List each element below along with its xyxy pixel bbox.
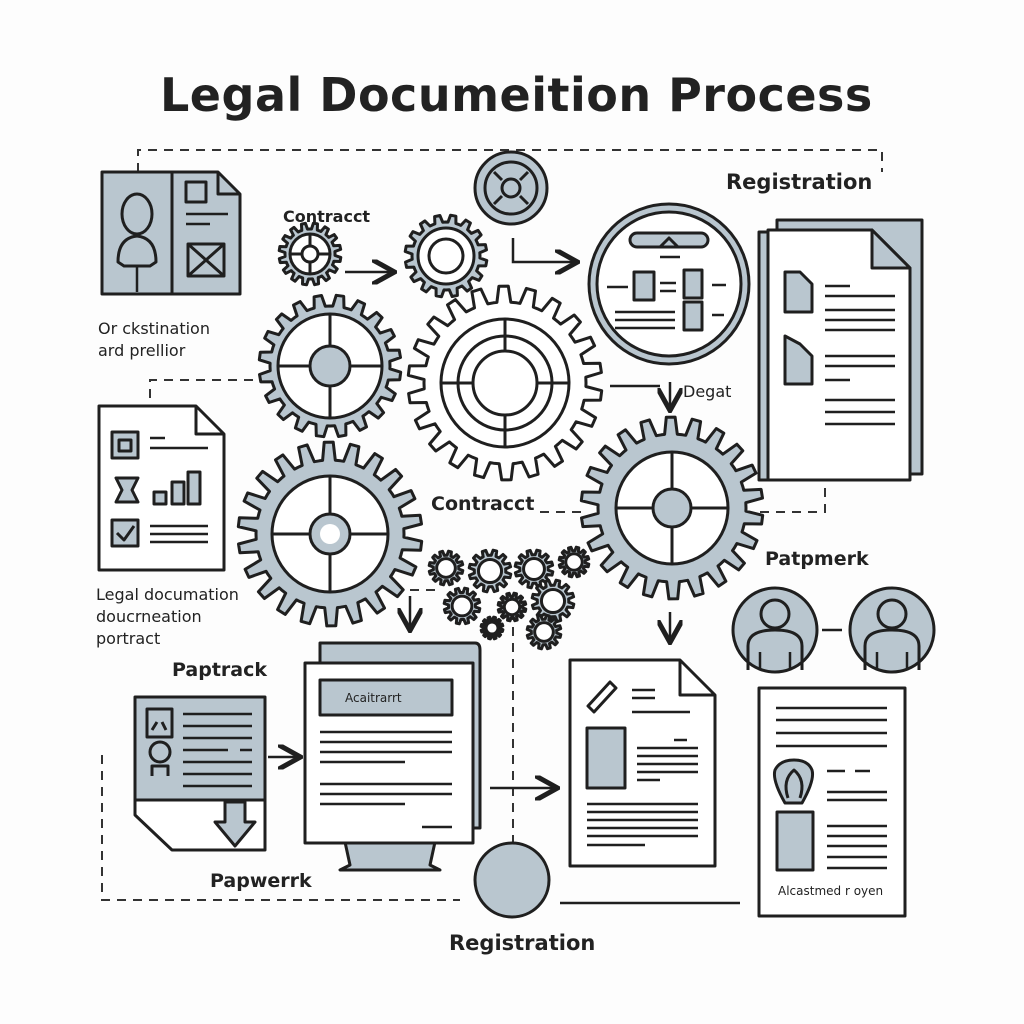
gear-badge-icon bbox=[473, 841, 551, 919]
label-origination: Or ckstination ard prellior bbox=[98, 319, 210, 360]
circular-gear-badge-icon bbox=[473, 150, 549, 226]
large-gear-icon bbox=[406, 284, 604, 482]
doc-footer-text: Alcastmed r oyen bbox=[778, 884, 884, 898]
page-title: Legal Documeition Process bbox=[160, 68, 873, 122]
doc-banner-text: Acaitrarrt bbox=[345, 691, 402, 705]
label-patpmerk: Patpmerk bbox=[765, 548, 869, 570]
label-degat: Degat bbox=[683, 382, 732, 401]
label-paptrack: Paptrack bbox=[172, 659, 268, 681]
large-gear-icon bbox=[236, 440, 424, 628]
label-registration-bottom: Registration bbox=[449, 931, 596, 955]
label-contract-small: Contracct bbox=[283, 207, 371, 226]
small-gear-icon bbox=[442, 586, 482, 626]
label-registration-top: Registration bbox=[726, 170, 873, 194]
monitor-document-icon bbox=[303, 641, 482, 872]
label-contract-center: Contracct bbox=[431, 493, 535, 515]
small-gear-icon bbox=[530, 578, 576, 624]
small-gear-icon bbox=[513, 548, 555, 590]
flow-arrows bbox=[268, 238, 842, 905]
id-card-document-icon bbox=[100, 170, 242, 296]
dashed-connectors bbox=[101, 149, 883, 901]
small-gear-icon bbox=[467, 548, 513, 594]
small-gear-icon bbox=[557, 545, 591, 579]
label-legal-doc: Legal documation doucrneation portract bbox=[96, 585, 239, 648]
stacked-documents-icon bbox=[757, 218, 924, 482]
checklist-document-icon bbox=[97, 404, 226, 572]
signed-document-icon bbox=[568, 658, 717, 868]
small-gear-icon bbox=[427, 549, 465, 587]
small-gear-icon bbox=[277, 221, 343, 287]
profile-card-icon bbox=[133, 695, 267, 852]
small-gear-icon bbox=[525, 613, 563, 651]
person-avatar-icon bbox=[731, 586, 819, 674]
small-gear-icon bbox=[479, 615, 505, 641]
lightbulb-document-icon bbox=[757, 686, 907, 918]
person-avatar-icon bbox=[848, 586, 936, 674]
document-layout-circle-icon bbox=[587, 202, 751, 366]
large-gear-icon bbox=[579, 415, 765, 601]
gear-icon bbox=[403, 213, 489, 299]
gear-cluster-icon bbox=[427, 545, 591, 651]
arrow-right-icon bbox=[511, 238, 575, 262]
gears-group bbox=[236, 213, 765, 907]
large-gear-icon bbox=[257, 293, 403, 439]
label-papwerrk: Papwerrk bbox=[210, 870, 312, 892]
small-gear-icon bbox=[496, 591, 528, 623]
